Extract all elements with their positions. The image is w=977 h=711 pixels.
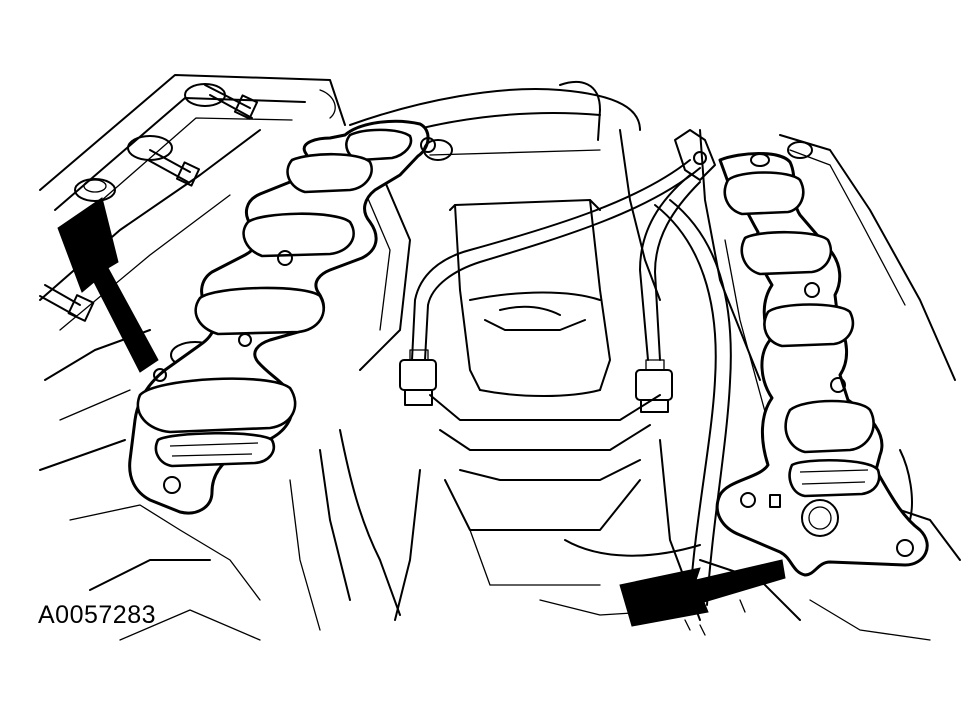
bolt-icon [204,84,259,120]
bolt-icon [147,149,201,187]
left-intake-gasket [128,119,453,515]
engine-block-valley [289,81,801,631]
crossover-tube [399,129,716,413]
bolt-icon [39,284,95,322]
figure-id-label: A0057283 [38,601,157,629]
callout-arrow-right [619,559,786,627]
coolant-pipe [654,199,732,606]
right-intake-gasket [715,152,929,577]
callout-arrow-left [57,197,159,373]
